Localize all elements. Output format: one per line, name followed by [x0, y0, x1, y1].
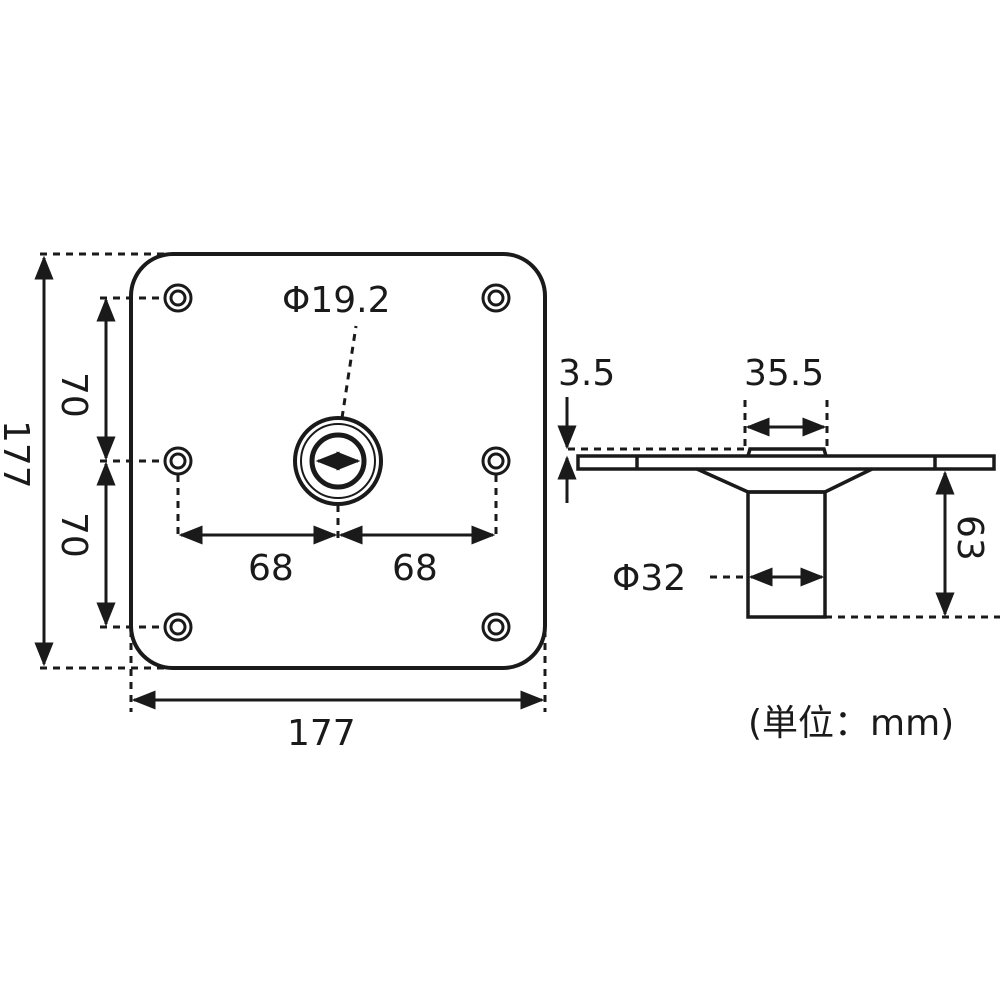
mounting-holes	[163, 283, 511, 642]
side-view-body	[576, 447, 996, 619]
label-boss-width: 35.5	[744, 353, 824, 394]
label-tube-length: 63	[949, 515, 990, 561]
label-tube-diameter: Φ32	[612, 558, 686, 599]
units-note: (単位：mm)	[748, 703, 954, 744]
label-spacing-left: 68	[248, 548, 294, 589]
label-overall-width: 177	[287, 713, 356, 754]
label-vertical-lower: 70	[53, 512, 94, 558]
label-vertical-upper: 70	[53, 372, 94, 418]
center-boss	[293, 416, 383, 506]
label-spacing-right: 68	[392, 548, 438, 589]
label-plate-thickness: 3.5	[558, 353, 615, 394]
label-overall-height: 177	[0, 420, 36, 489]
label-center-diameter: Φ19.2	[282, 280, 391, 321]
